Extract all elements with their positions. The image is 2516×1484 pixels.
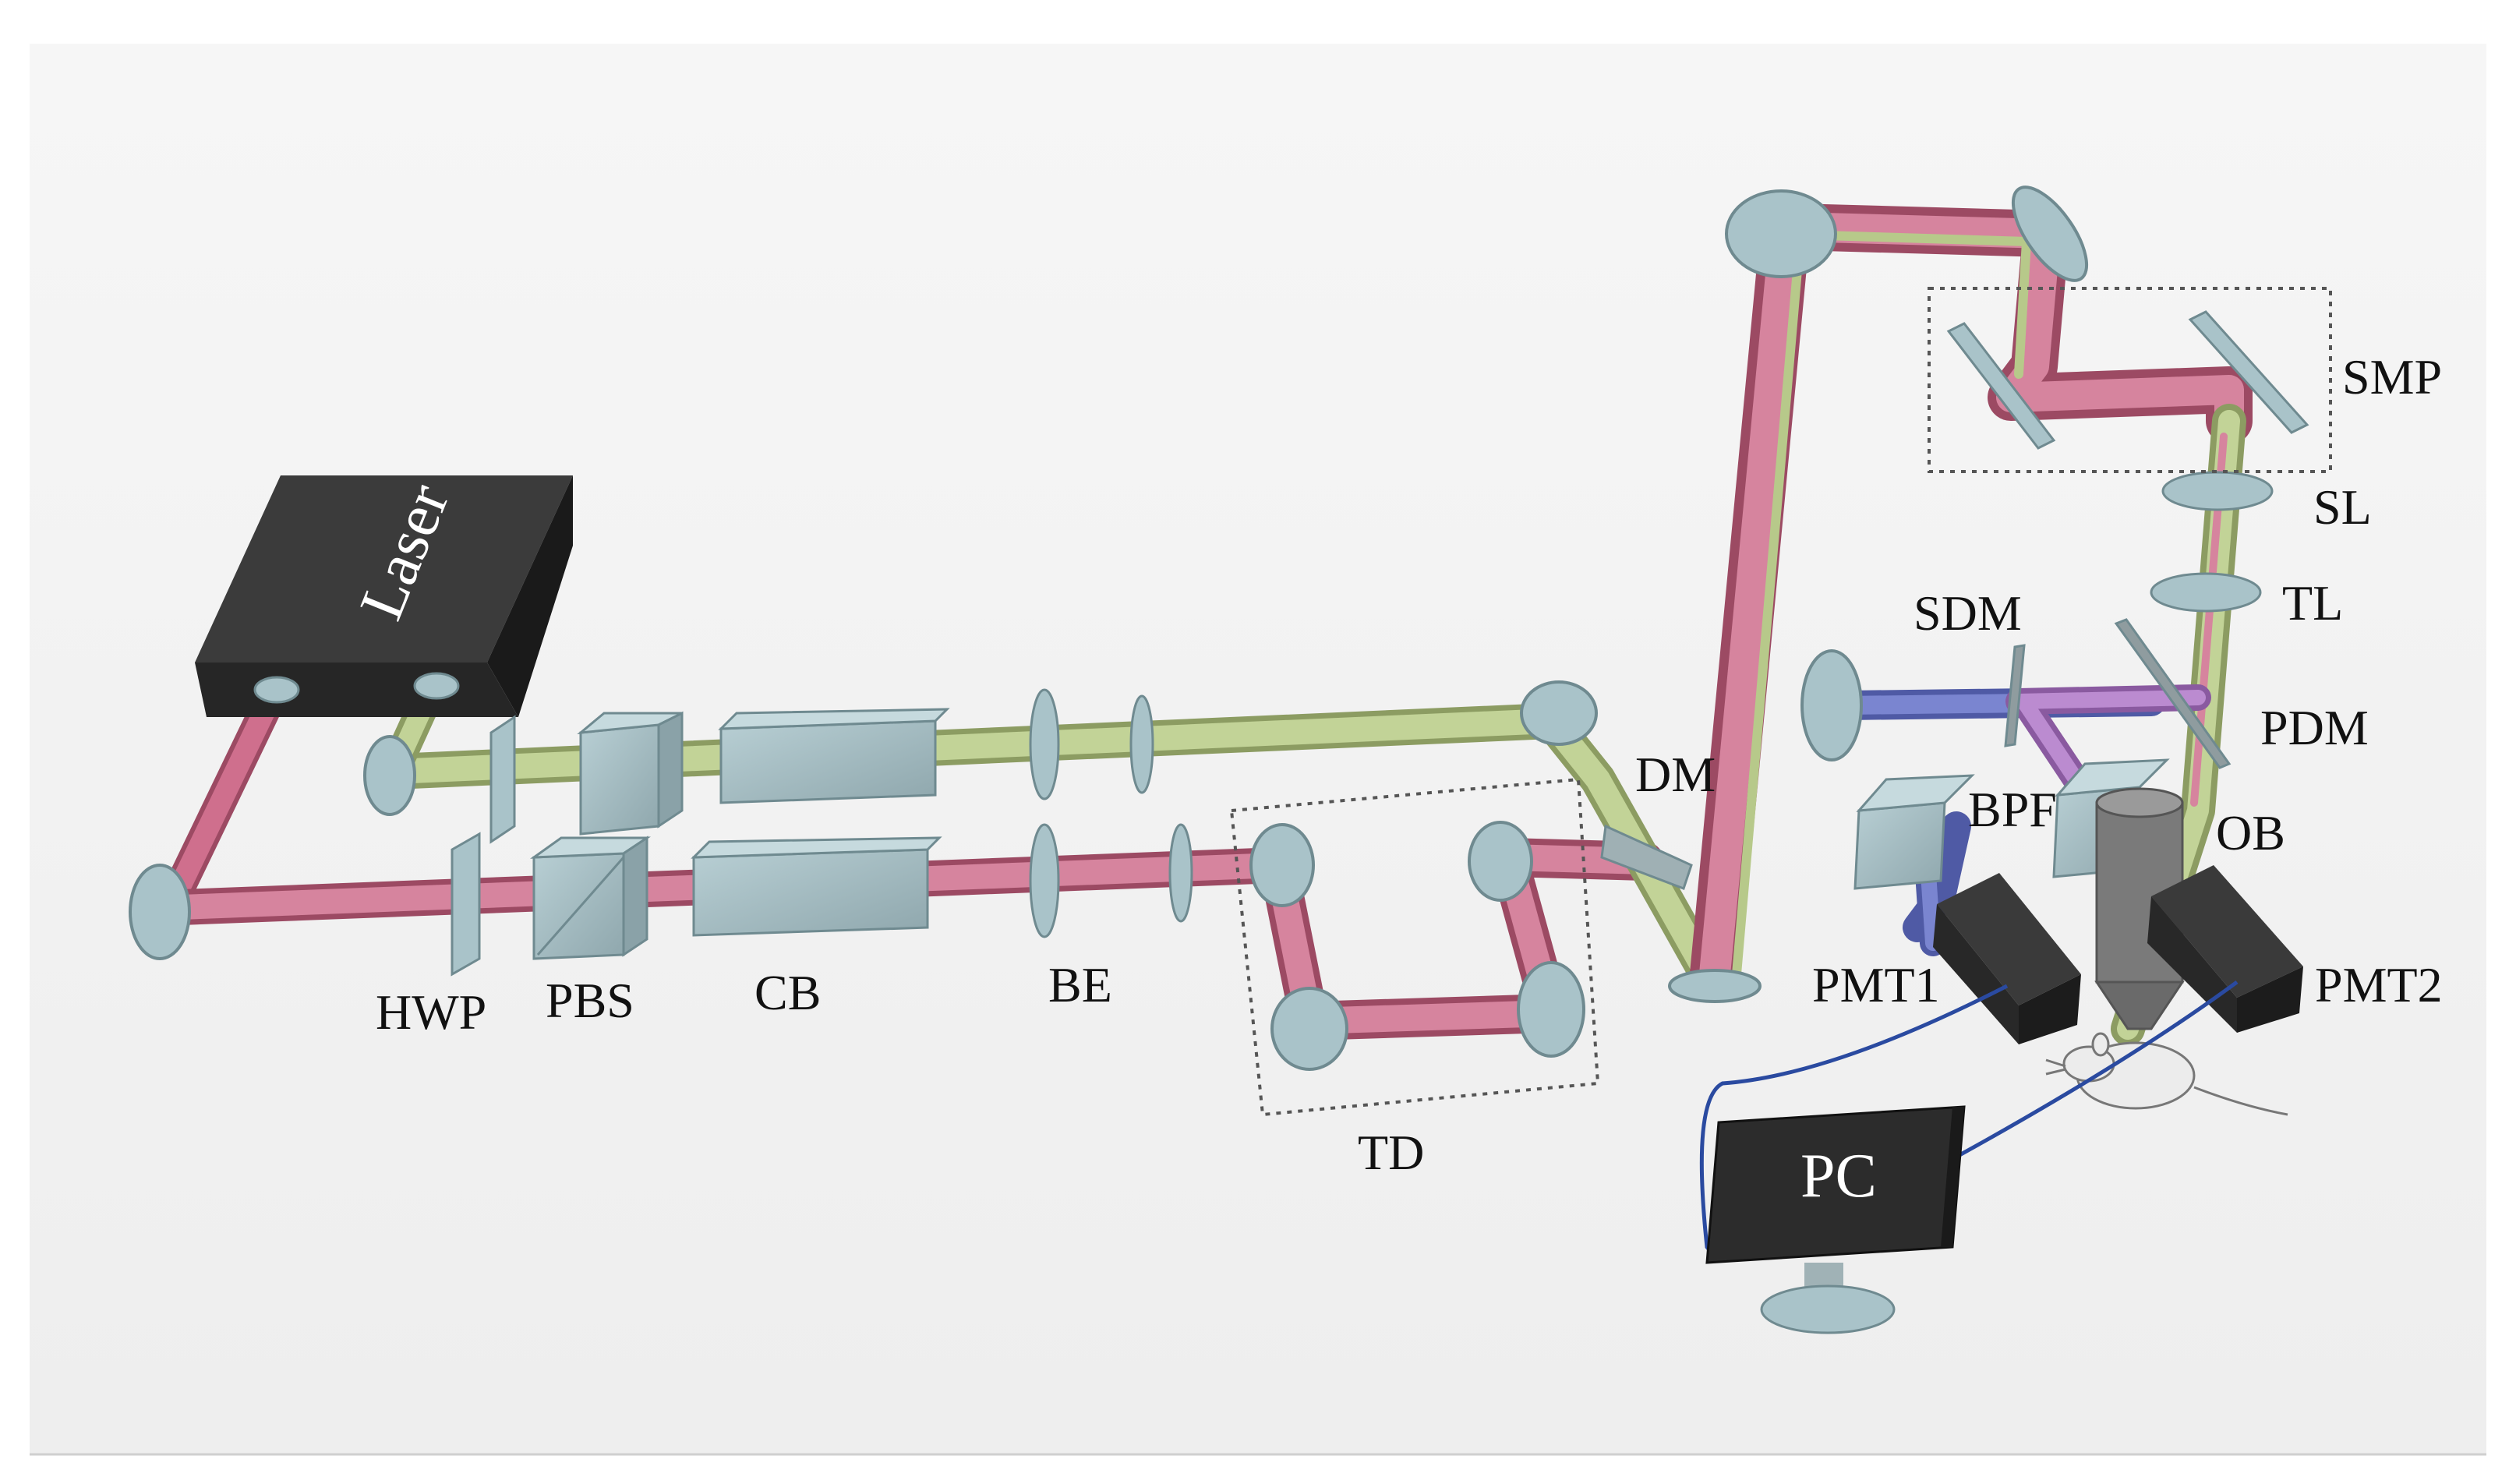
smp-mirrors: [1946, 310, 2309, 450]
mirror-left-lower: [129, 864, 191, 960]
pmt1-label: PMT1: [1812, 957, 1940, 1012]
component-labels: HWP PBS CB BE TD DM SMP SL TL SDM PDM BP…: [376, 349, 2443, 1180]
ob-label: OB: [2216, 805, 2285, 860]
mirror-blue-left: [1800, 649, 1863, 761]
detection-dichroics: [2004, 618, 2232, 769]
mirror-td-3: [1517, 961, 1585, 1058]
smp-dotted-box: [1928, 287, 2332, 473]
mirror-top-right: [2011, 186, 2089, 282]
be-lenses: [1029, 688, 1193, 938]
laser-port-2: [413, 672, 460, 700]
bpf-label: BPF: [1968, 782, 2057, 837]
pmt1-box: [1933, 873, 2081, 1044]
cb-label: CB: [754, 965, 821, 1020]
mouse-specimen: [2045, 1032, 2288, 1116]
mirrors: [129, 186, 2089, 1071]
dm-label: DM: [1635, 747, 1716, 802]
mirror-green-corner: [1520, 680, 1598, 746]
tl-lens: [2150, 572, 2262, 613]
mirror-top-left: [1725, 189, 1837, 278]
laser-box: Laser: [195, 475, 573, 717]
sl-lens: [2161, 471, 2274, 511]
pbs-cubes: [530, 711, 684, 960]
sdm-label: SDM: [1914, 585, 2022, 641]
mirror-td-1: [1249, 823, 1315, 907]
mirror-td-4: [1468, 821, 1533, 902]
cb-blocks: [691, 708, 950, 937]
tl-label: TL: [2282, 575, 2343, 631]
laser-port-1: [253, 676, 300, 704]
dm-dichroic: [1600, 824, 1693, 890]
sl-label: SL: [2313, 479, 2372, 535]
pdm-label: PDM: [2260, 700, 2369, 755]
pc-monitor: PC: [1705, 1105, 1966, 1334]
hwp-label: HWP: [376, 984, 486, 1040]
pc-label: PC: [1800, 1142, 1877, 1210]
mirror-bottom: [1668, 969, 1762, 1003]
mirror-left-upper: [363, 735, 416, 816]
td-label: TD: [1358, 1125, 1424, 1180]
smp-label: SMP: [2342, 349, 2442, 405]
scan-tube-lenses: [2150, 471, 2274, 613]
td-dotted-box: [1229, 777, 1600, 1117]
mirror-td-2: [1270, 987, 1348, 1071]
pmt2-label: PMT2: [2315, 957, 2443, 1012]
hwp-plates: [451, 715, 516, 977]
pbs-label: PBS: [546, 973, 634, 1028]
be-label: BE: [1048, 957, 1112, 1012]
